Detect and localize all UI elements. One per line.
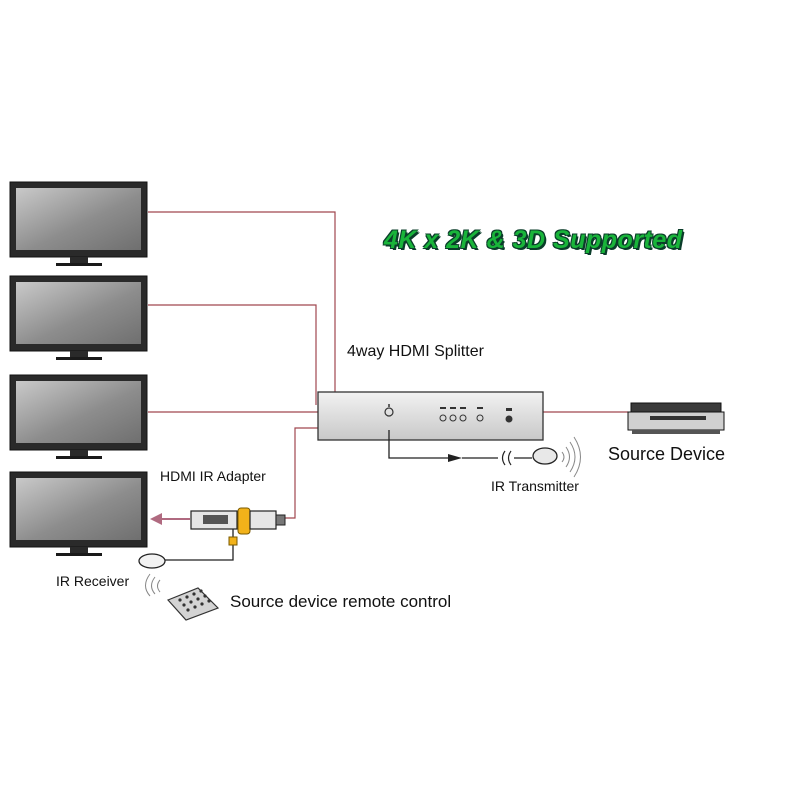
monitor-1 <box>9 181 148 266</box>
cable-monitor-1 <box>148 211 336 409</box>
remote-control <box>145 573 220 621</box>
splitter-label: 4way HDMI Splitter <box>347 343 484 360</box>
ir-receiver-label: IR Receiver <box>56 573 130 589</box>
hdmi-splitter <box>317 391 544 441</box>
headline-4k-3d: 4K x 2K & 3D Supported <box>384 226 683 254</box>
source-device-label: Source Device <box>608 444 726 464</box>
ir-receiver <box>138 553 166 569</box>
ir-transmitter-label: IR Transmitter <box>491 478 579 494</box>
remote-label: Source device remote control <box>230 592 452 611</box>
monitor-3 <box>9 374 148 459</box>
ir-transmitter <box>388 430 581 478</box>
hdmi-ir-adapter <box>150 507 286 561</box>
monitor-4 <box>9 471 148 556</box>
ir-adapter-label: HDMI IR Adapter <box>160 468 266 484</box>
cable-monitor-2 <box>148 304 317 405</box>
source-device <box>627 402 725 434</box>
cable-ir-adapter <box>284 427 318 519</box>
monitor-2 <box>9 275 148 360</box>
